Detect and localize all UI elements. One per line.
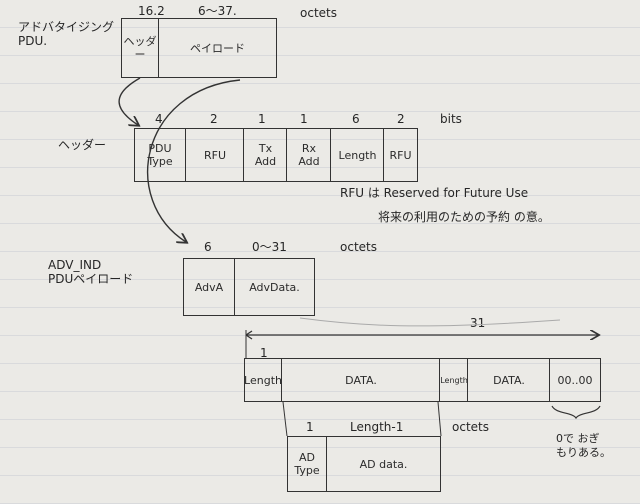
adv-ind-size-b: 0～31: [252, 240, 287, 254]
field-rfu-2: RFU: [383, 129, 417, 181]
rfu-note-line1: RFU は Reserved for Future Use: [340, 186, 529, 200]
ad-unit: octets: [452, 420, 489, 434]
header-size-2: 2: [210, 112, 218, 126]
pdu-header-cell: ヘッダー: [123, 35, 157, 61]
header-unit: bits: [440, 112, 462, 126]
padding-note: 0で おぎ もりある。: [556, 432, 611, 459]
pdu-payload-cell: ペイロード: [158, 19, 276, 77]
adv-data-length-1: Length: [244, 373, 282, 387]
adv-ind-unit: octets: [340, 240, 377, 254]
adv-ind-label: ADV_IND PDUペイロード: [48, 258, 134, 286]
field-length: Length: [330, 129, 384, 181]
adv-data-data-2: DATA.: [467, 359, 550, 401]
adv-data-length-2: Length: [439, 359, 468, 401]
field-rfu: RFU: [185, 129, 244, 181]
rfu-note-line2: 将来の利用のための予約 の意。: [378, 210, 550, 224]
adv-data-padding: 00..00: [549, 359, 600, 401]
pdu-box: ヘッダー ペイロード: [121, 18, 277, 78]
pdu-size-a: 16.2: [138, 4, 165, 18]
header-fields-box: PDU Type RFU Tx Add Rx Add Length RFU: [134, 128, 418, 182]
adv-pdu-label: アドバタイジング PDU.: [18, 20, 115, 48]
header-size-6: 2: [397, 112, 405, 126]
arrow-payload-to-adv-ind: [146, 79, 241, 242]
header-size-5: 6: [352, 112, 360, 126]
ad-structure-box: AD Type AD data.: [287, 436, 441, 492]
arrow-header-to-fields: [118, 77, 140, 125]
adv-data-data-1: DATA.: [281, 359, 440, 401]
field-advdata: AdvData.: [234, 259, 314, 315]
pdu-size-b: 6～37.: [198, 4, 237, 18]
ad-size-b: Length-1: [350, 420, 404, 434]
field-ad-type: AD Type: [294, 451, 320, 477]
field-adva: AdvA: [194, 280, 224, 294]
header-size-1: 4: [155, 112, 163, 126]
field-ad-data: AD data.: [326, 437, 440, 491]
ad-size-a: 1: [306, 420, 314, 434]
adv-ind-size-a: 6: [204, 240, 212, 254]
padding-brace: [551, 405, 601, 420]
adv-data-length-size: 1: [260, 346, 268, 360]
header-size-4: 1: [300, 112, 308, 126]
adv-data-box: Length DATA. Length DATA. 00..00: [244, 358, 601, 402]
pdu-unit: octets: [300, 6, 337, 20]
adv-data-total: 31: [470, 316, 486, 330]
field-pdu-type: PDU Type: [147, 142, 173, 168]
adv-ind-box: AdvA AdvData.: [183, 258, 315, 316]
header-size-3: 1: [258, 112, 266, 126]
arrow-advdata-to-structure: [299, 317, 561, 327]
header-label: ヘッダー: [58, 138, 107, 152]
field-rx-add: Rx Add: [286, 129, 331, 181]
field-tx-add: Tx Add: [243, 129, 287, 181]
